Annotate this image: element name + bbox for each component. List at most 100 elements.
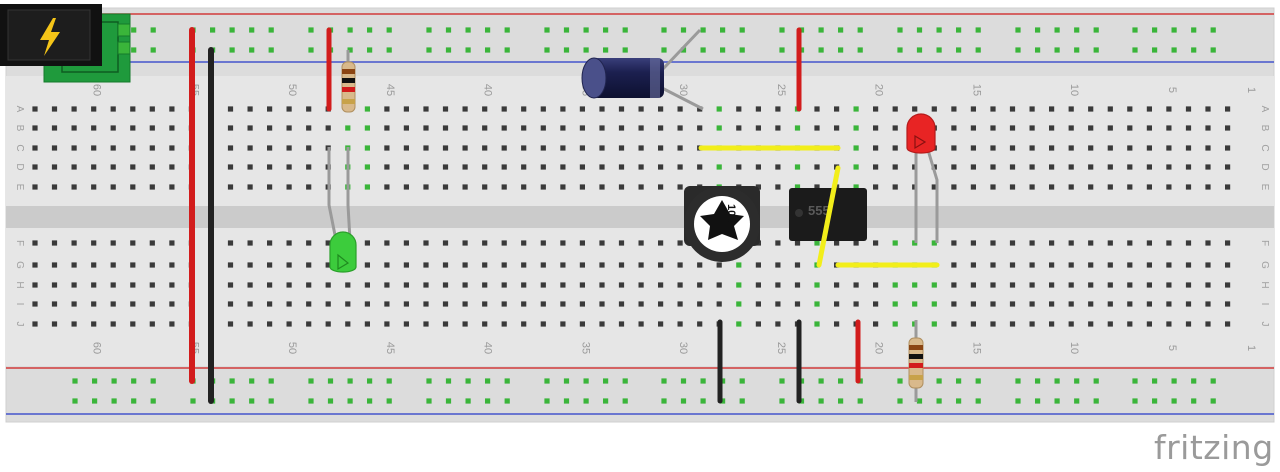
- hole-connected: [779, 378, 785, 384]
- hole: [1068, 106, 1074, 112]
- hole: [1088, 240, 1094, 246]
- hole: [1205, 106, 1211, 112]
- hole-connected: [1191, 47, 1197, 53]
- hole: [227, 145, 234, 151]
- hole: [618, 145, 625, 151]
- hole: [1107, 125, 1113, 131]
- hole-connected: [1210, 398, 1216, 404]
- hole: [1166, 321, 1172, 327]
- hole: [638, 145, 644, 151]
- hole: [521, 282, 527, 288]
- hole: [1009, 301, 1016, 307]
- hole-connected: [347, 378, 353, 384]
- hole-connected: [1054, 398, 1060, 404]
- hole-connected: [485, 47, 491, 53]
- hole-connected: [736, 282, 742, 288]
- hole-connected: [1035, 398, 1041, 404]
- hole: [227, 164, 234, 170]
- hole: [1107, 321, 1113, 327]
- hole: [169, 106, 175, 112]
- hole-connected: [680, 47, 687, 53]
- hole: [1146, 164, 1152, 170]
- row-label-left: G: [14, 261, 25, 269]
- hole: [1146, 106, 1152, 112]
- hole-connected: [426, 378, 432, 384]
- hole: [403, 321, 409, 327]
- hole-connected: [622, 378, 628, 384]
- hole: [1068, 240, 1074, 246]
- hole: [130, 262, 136, 268]
- hole: [130, 125, 136, 131]
- hole-connected: [779, 398, 785, 404]
- hole: [462, 301, 468, 307]
- hole-connected: [1171, 47, 1177, 53]
- hole-connected: [739, 378, 745, 384]
- hole: [325, 321, 331, 327]
- column-label-bottom: 1: [1245, 345, 1257, 351]
- hole: [618, 262, 625, 268]
- hole-connected: [327, 378, 334, 384]
- hole-connected: [1191, 398, 1197, 404]
- hole-connected: [563, 398, 570, 404]
- hole: [873, 164, 879, 170]
- hole: [775, 164, 781, 170]
- hole: [51, 106, 58, 112]
- hole: [892, 145, 898, 151]
- hole: [1185, 240, 1192, 246]
- hole: [990, 262, 996, 268]
- hole: [521, 125, 527, 131]
- hole-connected: [131, 398, 137, 404]
- hole-connected: [975, 398, 981, 404]
- hole: [32, 301, 38, 307]
- hole: [618, 321, 625, 327]
- hole: [579, 106, 585, 112]
- hole: [149, 125, 155, 131]
- row-label-right: E: [1259, 184, 1270, 191]
- hole: [1029, 106, 1035, 112]
- hole: [1107, 106, 1113, 112]
- hole: [462, 240, 468, 246]
- hole-connected: [150, 398, 156, 404]
- hole: [286, 301, 292, 307]
- column-label-bottom: 35: [579, 342, 591, 354]
- hole: [91, 240, 97, 246]
- hole: [1127, 240, 1133, 246]
- hole: [560, 301, 566, 307]
- hole-connected: [814, 240, 820, 246]
- row-label-left: C: [14, 144, 25, 151]
- hole: [1029, 282, 1035, 288]
- hole: [1068, 321, 1074, 327]
- hole: [286, 184, 292, 190]
- hole: [873, 145, 879, 151]
- hole: [1068, 145, 1074, 151]
- hole: [267, 106, 273, 112]
- hole: [658, 321, 664, 327]
- hole-connected: [818, 27, 824, 33]
- hole: [149, 164, 155, 170]
- column-label-top: 10: [1068, 84, 1080, 96]
- hole: [227, 301, 234, 307]
- hole: [91, 106, 97, 112]
- hole-connected: [345, 125, 351, 131]
- electrolytic-capacitor: [581, 28, 704, 111]
- hole-connected: [931, 282, 937, 288]
- hole: [834, 106, 840, 112]
- hole-connected: [249, 398, 255, 404]
- hole-connected: [1132, 398, 1138, 404]
- hole: [110, 184, 116, 190]
- hole: [1009, 125, 1016, 131]
- hole-connected: [1152, 27, 1158, 33]
- hole: [169, 321, 175, 327]
- hole: [384, 262, 390, 268]
- hole: [1049, 282, 1055, 288]
- hole: [521, 184, 527, 190]
- hole-connected: [975, 378, 981, 384]
- hole: [1166, 240, 1172, 246]
- hole: [1009, 262, 1016, 268]
- row-label-left: B: [14, 125, 25, 132]
- hole: [677, 145, 683, 151]
- hole: [227, 184, 234, 190]
- hole: [442, 164, 449, 170]
- hole: [716, 301, 722, 307]
- hole: [51, 262, 58, 268]
